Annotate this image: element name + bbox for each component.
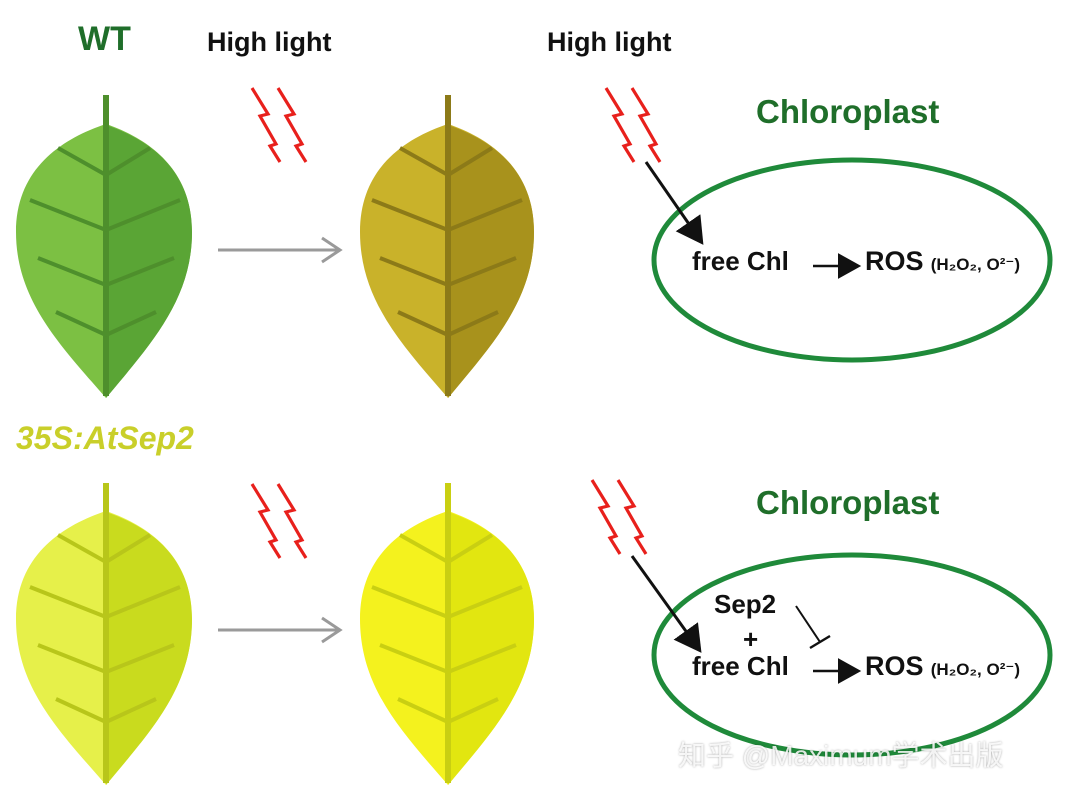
free-chl-label: free Chl	[692, 246, 789, 276]
sep2-label: Sep2	[714, 589, 777, 619]
sep-leaf-stressed	[360, 483, 534, 785]
lightning-icon	[250, 482, 308, 560]
ros-detail: (H₂O₂, O²⁻)	[930, 660, 1020, 679]
ros-text: ROS	[865, 246, 924, 276]
transgenic-label: 35S:AtSep2	[16, 420, 194, 456]
lightning-icon	[250, 86, 308, 164]
transition-arrow	[218, 236, 343, 264]
light-to-chl-arrow	[630, 555, 702, 653]
high-light-label: High light	[207, 27, 332, 57]
chloroplast-top	[651, 157, 1053, 363]
plus-sign: +	[743, 624, 759, 654]
ros-text: ROS	[865, 651, 924, 681]
light-to-chl-arrow	[644, 161, 704, 245]
inhibition-line	[795, 605, 831, 650]
lightning-icon	[604, 86, 662, 164]
wt-leaf-stressed	[360, 95, 534, 398]
wt-leaf-healthy	[16, 95, 192, 398]
sep-leaf-healthy	[16, 483, 192, 785]
ros-label: ROS (H₂O₂, O²⁻)	[865, 246, 1020, 277]
chloroplast-bottom	[651, 552, 1053, 758]
transition-arrow	[218, 616, 343, 644]
wt-label: WT	[78, 20, 131, 58]
watermark: 知乎 @Maximum学术出版	[678, 740, 1004, 771]
chloroplast-title: Chloroplast	[756, 484, 940, 521]
free-chl-label: free Chl	[692, 651, 789, 681]
ros-detail: (H₂O₂, O²⁻)	[930, 255, 1020, 274]
ros-label: ROS (H₂O₂, O²⁻)	[865, 651, 1020, 682]
chloroplast-title: Chloroplast	[756, 93, 940, 130]
high-light-label: High light	[547, 27, 672, 57]
lightning-icon	[590, 478, 648, 556]
